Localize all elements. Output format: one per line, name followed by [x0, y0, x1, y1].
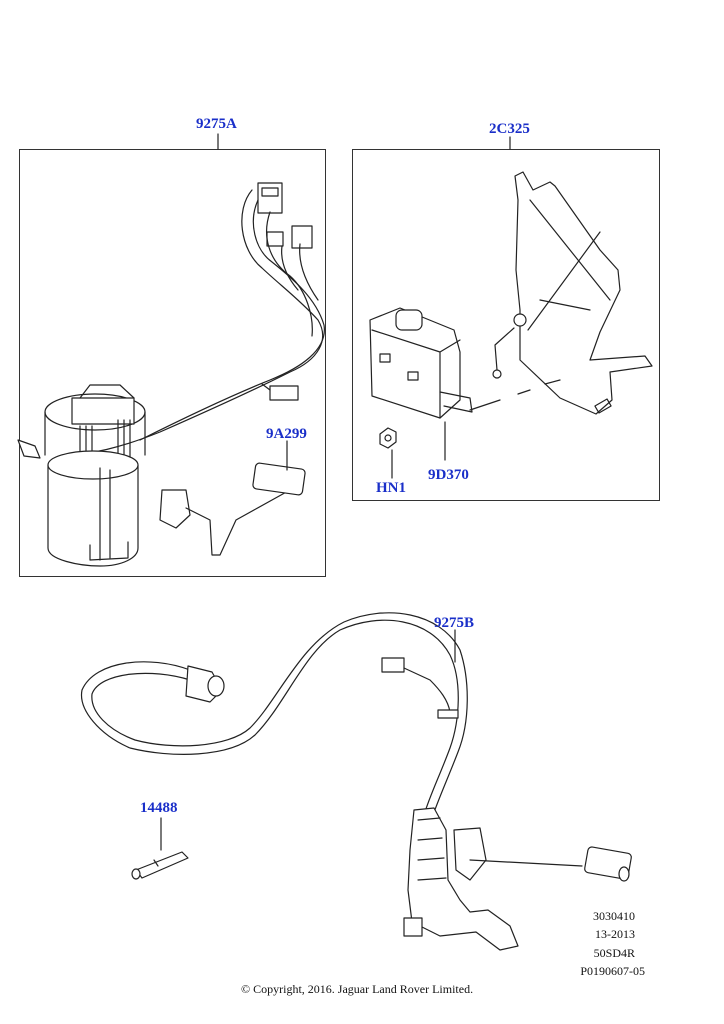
callout-14488[interactable]: 14488 [140, 800, 178, 816]
callout-2C325[interactable]: 2C325 [489, 121, 530, 137]
fuel-pump-assembly-drawing [18, 134, 324, 566]
control-module-drawing [370, 137, 652, 478]
connector-pin-drawing [132, 818, 188, 879]
callout-9275A[interactable]: 9275A [196, 116, 237, 132]
reference-date: 13-2013 [595, 927, 635, 941]
callout-9D370[interactable]: 9D370 [428, 467, 469, 483]
frame-fuel-pump [19, 149, 326, 577]
reference-model: 50SD4R [593, 946, 635, 960]
sender-assembly-drawing [82, 613, 632, 950]
callout-9275B[interactable]: 9275B [434, 615, 475, 631]
reference-illustration-id: P0190607-05 [580, 964, 645, 978]
callout-9A299[interactable]: 9A299 [266, 426, 307, 442]
callout-HN1[interactable]: HN1 [376, 480, 406, 496]
reference-code: 3030410 [593, 909, 635, 923]
copyright-notice: © Copyright, 2016. Jaguar Land Rover Lim… [241, 982, 474, 996]
frame-control-module [352, 149, 660, 501]
